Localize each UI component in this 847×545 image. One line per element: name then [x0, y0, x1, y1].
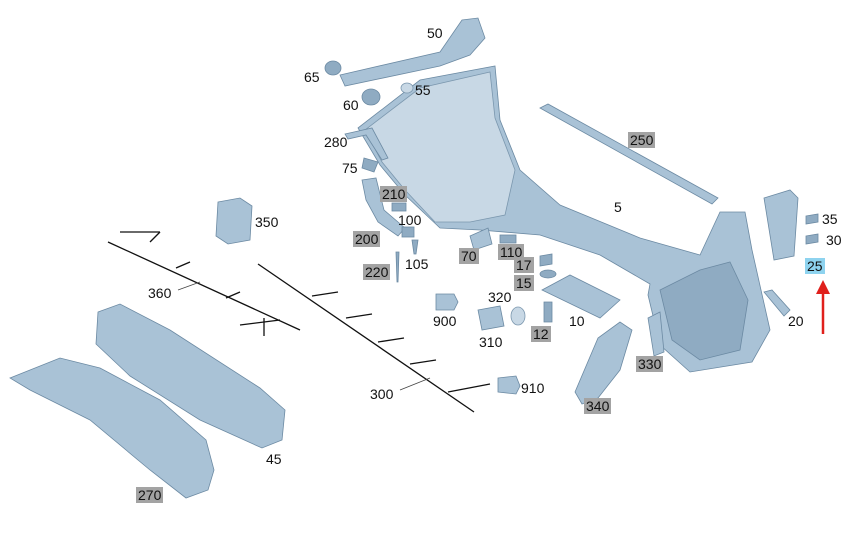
mounting-bracket-part[interactable]: [339, 17, 486, 87]
label-105[interactable]: 105: [405, 256, 429, 272]
module-part-350[interactable]: [215, 197, 253, 245]
part-220[interactable]: [395, 251, 400, 283]
part-110[interactable]: [499, 234, 517, 244]
label-100[interactable]: 100: [398, 212, 422, 228]
label-350[interactable]: 350: [255, 214, 279, 230]
label-280[interactable]: 280: [324, 134, 348, 150]
label-110[interactable]: 110: [498, 244, 525, 260]
label-330[interactable]: 330: [636, 356, 664, 372]
label-35[interactable]: 35: [822, 211, 838, 227]
label-12[interactable]: 12: [531, 326, 551, 342]
bracket-part-330[interactable]: [647, 311, 665, 357]
label-20[interactable]: 20: [788, 313, 804, 329]
part-900[interactable]: [435, 293, 459, 311]
label-55[interactable]: 55: [415, 82, 431, 98]
label-340[interactable]: 340: [584, 398, 612, 414]
assembly-line-360: [107, 231, 301, 336]
label-17[interactable]: 17: [514, 257, 534, 273]
label-25-highlighted[interactable]: 25: [805, 258, 825, 274]
grommet-part-60[interactable]: [361, 88, 381, 106]
label-70[interactable]: 70: [459, 248, 479, 264]
washer-part-15[interactable]: [539, 269, 557, 279]
bracket-part-200[interactable]: [361, 177, 406, 237]
reinforcement-part-45[interactable]: [95, 303, 286, 449]
label-310[interactable]: 310: [479, 334, 503, 350]
label-250[interactable]: 250: [628, 132, 656, 148]
screw-part-30[interactable]: [805, 233, 819, 245]
label-360[interactable]: 360: [148, 285, 172, 301]
bracket-part-25[interactable]: [763, 189, 799, 261]
clip-part-75[interactable]: [361, 157, 379, 173]
label-320[interactable]: 320: [488, 289, 512, 305]
bumper-inner-face: [364, 71, 516, 223]
label-15[interactable]: 15: [514, 275, 534, 291]
label-220[interactable]: 220: [363, 264, 391, 280]
part-17[interactable]: [539, 253, 553, 267]
clip-part-65[interactable]: [324, 60, 342, 76]
part-12[interactable]: [543, 301, 553, 323]
label-30[interactable]: 30: [826, 232, 842, 248]
label-300[interactable]: 300: [370, 386, 394, 402]
part-105[interactable]: [411, 239, 419, 255]
label-5[interactable]: 5: [614, 199, 622, 215]
strip-part-280[interactable]: [344, 127, 389, 161]
screw-part-35[interactable]: [805, 213, 819, 225]
underbody-panel-part-270[interactable]: [9, 357, 215, 499]
label-45[interactable]: 45: [266, 451, 282, 467]
label-910[interactable]: 910: [521, 380, 545, 396]
panel-part-340[interactable]: [574, 321, 633, 405]
label-65[interactable]: 65: [304, 69, 320, 85]
part-910[interactable]: [497, 375, 521, 395]
label-60[interactable]: 60: [343, 97, 359, 113]
bumper-right-corner: [659, 261, 749, 361]
assembly-line-300: [257, 263, 491, 413]
leader-lines: [177, 281, 431, 391]
label-900[interactable]: 900: [433, 313, 457, 329]
part-100[interactable]: [401, 226, 415, 238]
ring-part-55[interactable]: [400, 82, 414, 94]
ring-part-320[interactable]: [510, 306, 526, 326]
sensor-part-310[interactable]: [477, 305, 505, 331]
label-50[interactable]: 50: [427, 25, 443, 41]
part-210[interactable]: [391, 202, 407, 212]
bracket-part-20[interactable]: [763, 289, 791, 317]
plate-part-10[interactable]: [541, 274, 621, 319]
label-210[interactable]: 210: [380, 186, 408, 202]
label-200[interactable]: 200: [353, 231, 381, 247]
part-70[interactable]: [469, 227, 493, 251]
trim-strip-part[interactable]: [539, 103, 719, 205]
label-10[interactable]: 10: [569, 313, 585, 329]
label-270[interactable]: 270: [136, 487, 164, 503]
label-75[interactable]: 75: [342, 160, 358, 176]
red-arrow-indicator: [816, 280, 830, 334]
